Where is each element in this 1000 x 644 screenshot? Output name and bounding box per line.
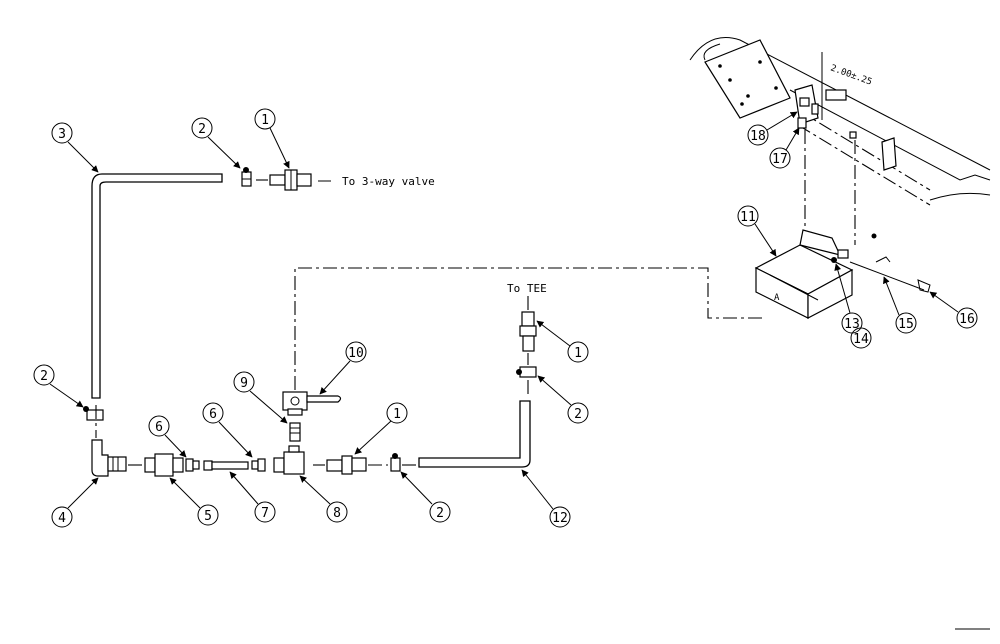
svg-text:10: 10 — [348, 346, 364, 361]
svg-text:2: 2 — [436, 506, 444, 521]
ball-valve-part-10 — [282, 391, 342, 416]
hose-barb-fitting-part-1-bottom — [326, 455, 367, 475]
svg-text:2: 2 — [198, 122, 206, 137]
callout-14: 14 — [850, 327, 872, 349]
hose-clamp-part-2-top — [241, 167, 252, 187]
svg-text:11: 11 — [740, 210, 756, 225]
nipple-part-7 — [203, 460, 249, 471]
box-part-11: A — [754, 229, 854, 319]
svg-text:17: 17 — [772, 152, 788, 167]
callout-8: 8 — [299, 475, 348, 523]
callout-2-left: 2 — [33, 364, 84, 408]
callout-1-bottom: 1 — [354, 402, 408, 455]
callout-17: 17 — [769, 127, 800, 169]
callout-2-bottom: 2 — [400, 471, 451, 523]
svg-text:1: 1 — [574, 346, 582, 361]
callout-6-right: 6 — [202, 402, 253, 458]
callout-5: 5 — [169, 477, 219, 526]
callout-15: 15 — [883, 276, 917, 334]
strap-part-15 — [849, 256, 925, 291]
svg-text:7: 7 — [261, 506, 269, 521]
callout-12: 12 — [521, 469, 571, 528]
svg-text:18: 18 — [750, 129, 766, 144]
svg-text:12: 12 — [552, 511, 568, 526]
hose-part-3 — [91, 173, 223, 399]
svg-text:1: 1 — [393, 407, 401, 422]
frame-rail — [689, 37, 991, 206]
coupling-part-5 — [144, 453, 184, 477]
callout-1-top: 1 — [254, 108, 290, 169]
mounting-plate — [704, 39, 791, 119]
bracket-part-18 — [794, 84, 819, 125]
svg-text:16: 16 — [959, 312, 975, 327]
callout-2-top: 2 — [191, 117, 241, 169]
callout-6-left: 6 — [148, 415, 187, 458]
callout-18: 18 — [747, 111, 798, 146]
hose-barb-fitting-part-1-top — [269, 169, 312, 191]
svg-text:2: 2 — [40, 369, 48, 384]
svg-text:6: 6 — [209, 407, 217, 422]
callout-10: 10 — [319, 341, 367, 395]
centerlines — [95, 267, 764, 466]
tee-fitting-part-8 — [273, 445, 305, 475]
svg-text:4: 4 — [58, 511, 66, 526]
hose-part-12 — [418, 400, 531, 468]
callout-11: 11 — [737, 205, 777, 257]
svg-text:2: 2 — [574, 407, 582, 422]
hose-clamp-part-2-left — [83, 406, 104, 421]
callout-4: 4 — [51, 477, 99, 528]
bracket-small — [825, 89, 897, 171]
bushing-part-6-left — [185, 458, 200, 472]
svg-text:3: 3 — [58, 127, 66, 142]
hose-barb-fitting-part-1-right — [519, 311, 537, 352]
hardware-part-17 — [797, 117, 807, 129]
callout-7: 7 — [229, 471, 276, 523]
hose-clamp-part-2-bottom — [390, 453, 401, 472]
svg-text:13: 13 — [844, 317, 860, 332]
callout-1-right: 1 — [536, 320, 589, 363]
callout-13: 13 — [834, 263, 863, 334]
pin-part-16 — [871, 233, 931, 293]
elbow-fitting-part-4 — [91, 439, 127, 477]
callout-3: 3 — [51, 122, 99, 173]
svg-text:1: 1 — [261, 113, 269, 128]
note-to-3-way-valve: To 3-way valve — [342, 175, 435, 188]
svg-text:A: A — [774, 293, 780, 303]
callout-16: 16 — [929, 291, 978, 329]
latch-part-13 — [831, 249, 849, 263]
svg-text:9: 9 — [240, 376, 248, 391]
nipple-part-9 — [289, 422, 301, 442]
dimension-text: 2.00±.25 — [829, 63, 873, 87]
note-to-tee: To TEE — [507, 282, 547, 295]
svg-text:14: 14 — [853, 332, 869, 347]
svg-text:8: 8 — [333, 506, 341, 521]
svg-text:6: 6 — [155, 420, 163, 435]
callout-9: 9 — [233, 371, 288, 424]
bushing-part-6-right — [251, 458, 266, 472]
callout-2-right: 2 — [537, 375, 589, 424]
hose-clamp-part-2-right — [516, 366, 537, 378]
svg-text:15: 15 — [898, 317, 914, 332]
svg-text:5: 5 — [204, 509, 212, 524]
assembly-centerlines — [804, 130, 856, 245]
